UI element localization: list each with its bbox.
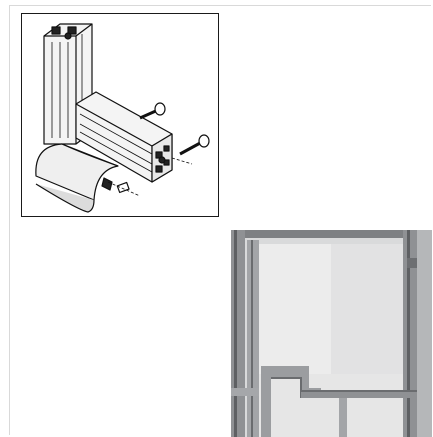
aluminum-profile-assembly-icon [35, 23, 210, 213]
profile-connector-diagram [21, 13, 219, 217]
frame-door-photo [231, 230, 432, 437]
page-frame [9, 5, 431, 435]
door-frame-photo-icon [231, 230, 432, 437]
